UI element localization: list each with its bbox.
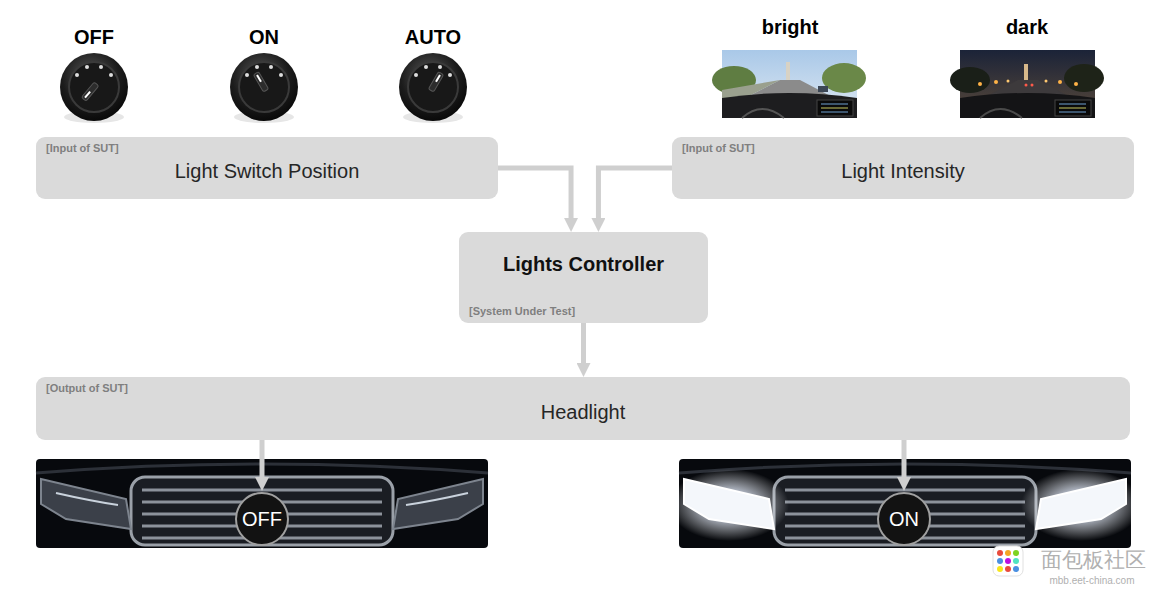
circle-shape [236,493,288,545]
output-band: [Output of SUT] Headlight [36,377,1130,440]
role-tag: [Input of SUT] [46,142,119,155]
role-tag: [System Under Test] [469,305,575,318]
switch-position-label: OFF [74,26,114,49]
state-circle: OFF [234,491,290,547]
flow-arrow [498,168,571,224]
flow-arrow [260,440,265,483]
input-band: [Input of SUT] Light Switch Position [36,137,498,199]
intensity-label: dark [1006,16,1048,39]
intensity-label: bright [762,16,819,39]
role-tag: [Input of SUT] [682,142,755,155]
node-title: OFF [242,508,282,530]
system-box: Lights Controller [System Under Test] [459,232,708,323]
watermark: 面包板社区 [1041,546,1146,574]
switch-position-label: AUTO [405,26,461,49]
flow-arrow [598,168,672,224]
flow-arrow [902,440,907,483]
knob-auto [399,53,467,123]
knob-off [60,53,128,123]
road-dark [950,50,1104,118]
state-circle: ON [876,491,932,547]
node-title: Light Intensity [841,160,964,182]
watermark-logo [993,546,1023,576]
circle-shape [878,493,930,545]
node-title: Lights Controller [503,253,664,275]
watermark: mbb.eet-china.com [1049,575,1134,586]
node-title: Headlight [541,401,626,423]
node-title: ON [889,508,919,530]
knob-on [230,53,298,123]
input-band: [Input of SUT] Light Intensity [672,137,1134,199]
road-bright [712,50,866,118]
flow-arrow [581,323,586,369]
switch-position-label: ON [249,26,279,49]
node-title: Light Switch Position [175,160,360,182]
role-tag: [Output of SUT] [46,382,128,395]
